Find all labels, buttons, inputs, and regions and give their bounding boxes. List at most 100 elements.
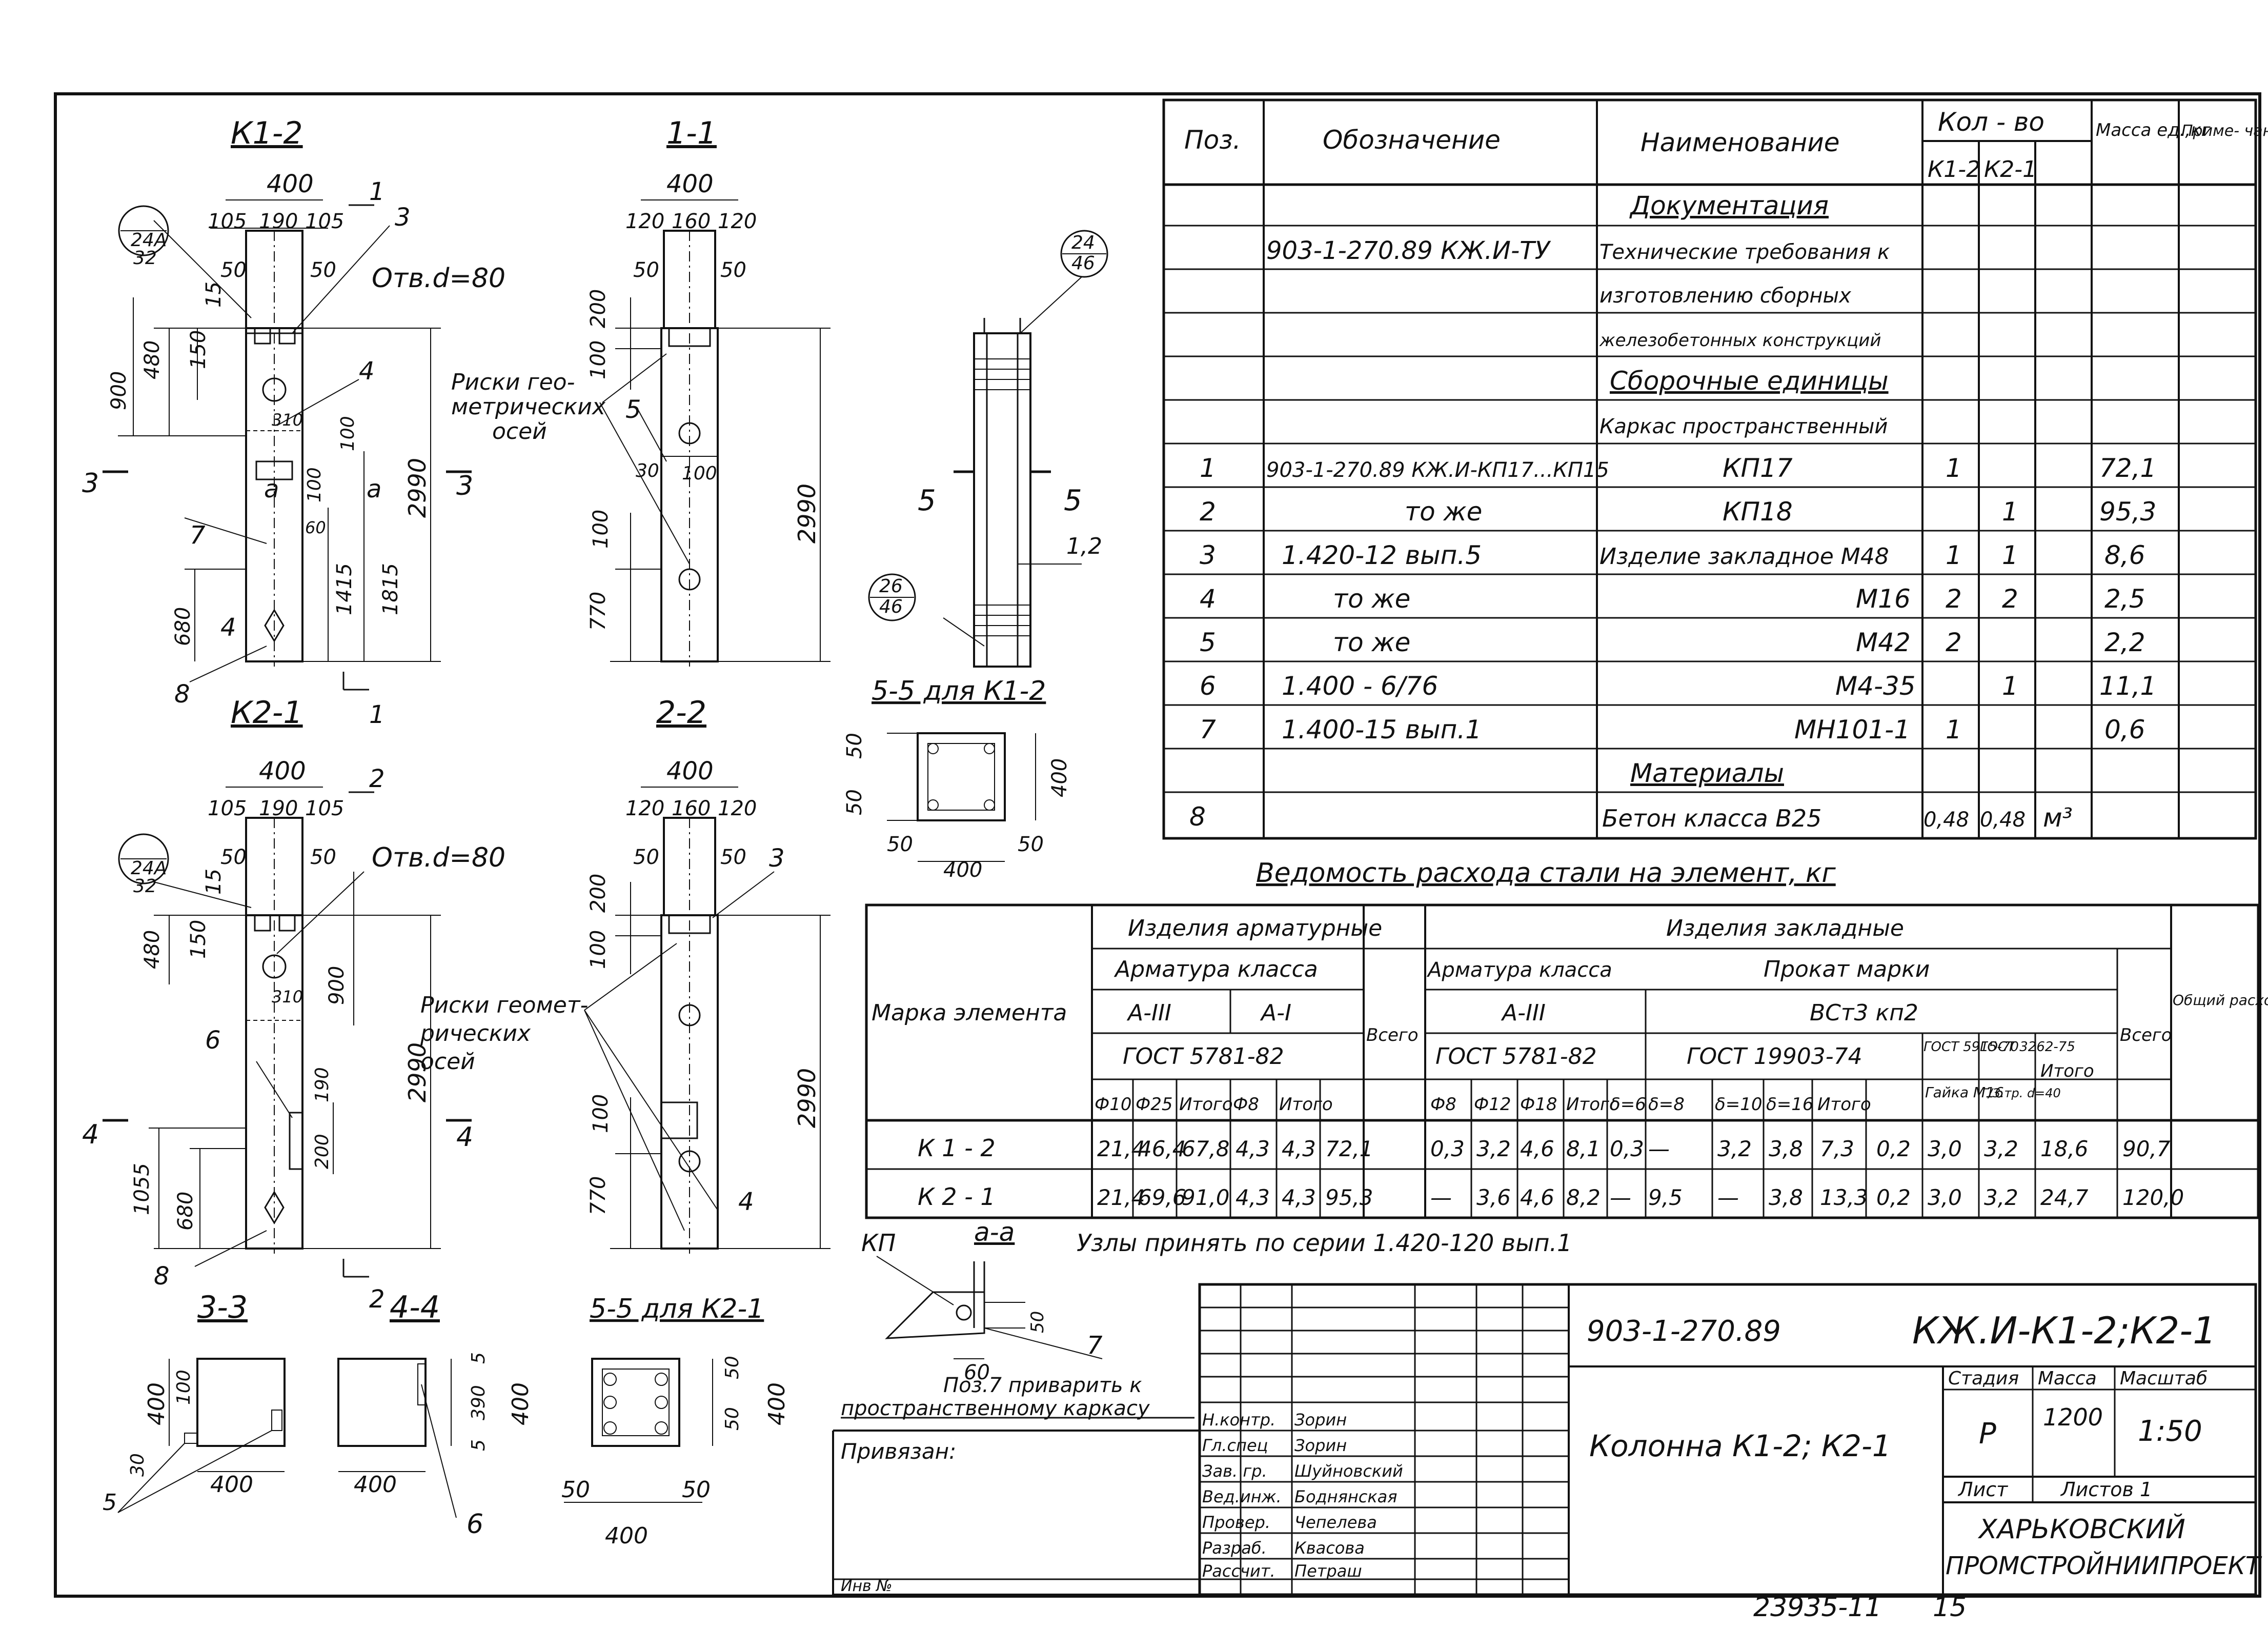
spec-row-mass: 0,6	[2104, 715, 2145, 744]
callout-24a: 24А	[131, 858, 167, 879]
steel-row-value: 4,6	[1520, 1185, 1554, 1210]
steel-col-headers: Ф10 Ф25 Итого Ф8 Итого Ф8 Ф12 Ф18 Итого …	[1095, 1084, 2061, 1115]
title-inv: Инв №	[841, 1577, 892, 1595]
spec-header-qty1: К1-2	[1928, 156, 1980, 183]
steel-a3: А-III	[1126, 1000, 1171, 1026]
dim-400: 400	[354, 1472, 397, 1498]
dim-2990: 2990	[793, 484, 821, 544]
spec-row-name: КП18	[1723, 497, 1793, 527]
steel-row-value: 3,2	[1717, 1136, 1752, 1161]
steel-row-value: 3,0	[1928, 1136, 1962, 1161]
dim-50: 50	[310, 846, 336, 869]
mark-a: а	[264, 475, 279, 504]
steel-col: δ=8	[1648, 1094, 1685, 1115]
dim-50: 50	[561, 1477, 590, 1503]
spec-doc-designation: 903-1-270.89 КЖ.И-ТУ	[1266, 236, 1551, 265]
spec-row-q2: 1	[2002, 540, 2018, 570]
steel-embedded-items: Изделия закладные	[1666, 915, 1904, 941]
signature-role: Вед.инж.	[1202, 1487, 1282, 1506]
section-4-4	[337, 1358, 457, 1518]
steel-row-value: 3,8	[1769, 1136, 1803, 1161]
dim-50: 50	[1027, 1311, 1048, 1333]
steel-row-value: 8,1	[1566, 1136, 1601, 1161]
steel-gost19903: ГОСТ 19903-74	[1687, 1043, 1862, 1070]
risks-b-line-2: рических	[420, 1020, 531, 1047]
dim-50: 50	[843, 733, 866, 759]
dim-190: 190	[259, 797, 298, 820]
spec-row-mass: 95,3	[2099, 497, 2156, 527]
dim-1055: 1055	[130, 1163, 154, 1215]
spec-concrete-q2: 0,48	[1980, 808, 2026, 832]
signature-name: Зорин	[1294, 1436, 1347, 1455]
steel-row-value: 3,2	[1476, 1136, 1511, 1161]
steel-gost5915: ГОСТ 5915-70	[1923, 1039, 2019, 1055]
mark-1: 1	[369, 700, 385, 729]
title-org-2: ПРОМСТРОЙНИИПРОЕКТ	[1946, 1551, 2262, 1580]
dim-120: 120	[718, 210, 757, 233]
frame-elevation	[868, 230, 1108, 668]
steel-col: Ф8	[1233, 1094, 1259, 1115]
mark-5: 5	[103, 1490, 117, 1516]
dim-120: 120	[718, 797, 757, 820]
mark-a: а	[367, 475, 381, 504]
steel-col: Г/З.тр. d=40	[1981, 1086, 2061, 1100]
callout-32: 32	[133, 876, 157, 897]
signature-name: Зорин	[1294, 1410, 1347, 1430]
dim-50: 50	[220, 846, 247, 869]
dim-5: 5	[468, 1439, 489, 1451]
dim-400: 400	[605, 1523, 648, 1549]
title-sheets-label: Листов 1	[2060, 1478, 2152, 1501]
dim-310: 310	[272, 410, 303, 430]
dim-50: 50	[720, 258, 746, 282]
mark-8: 8	[174, 680, 190, 709]
steel-col: Ф25	[1136, 1094, 1173, 1115]
mark-2: 2	[369, 764, 385, 793]
view-title-a-a: а-а	[974, 1217, 1015, 1247]
steel-row-value: 46,4	[1138, 1136, 1186, 1161]
signature-role: Провер.	[1202, 1513, 1270, 1532]
title-binding: Привязан:	[841, 1439, 956, 1464]
steel-row-value: 9,5	[1648, 1185, 1683, 1210]
view-title-1-1: 1-1	[666, 115, 717, 151]
spec-row-q2: 1	[2002, 497, 2018, 527]
spec-row-pos: 3	[1200, 540, 1216, 570]
dim-100: 100	[682, 463, 717, 484]
section-mark-4: 4	[456, 1122, 473, 1153]
spec-row-designation: 903-1-270.89 КЖ.И-КП17...КП15	[1266, 458, 1609, 482]
title-name: Колонна К1-2; К2-1	[1589, 1428, 1891, 1463]
steel-row-value: 3,6	[1476, 1185, 1511, 1210]
risks-b-line-1: Риски геомет-	[420, 992, 588, 1018]
spec-row-designation: 1.400 - 6/76	[1282, 671, 1438, 701]
steel-row-value: 21,4	[1097, 1136, 1145, 1161]
steel-row-value: 3,0	[1928, 1185, 1962, 1210]
risks-line-2: метрических	[451, 394, 606, 420]
dim-50: 50	[633, 258, 659, 282]
callout-24: 24	[1071, 232, 1095, 253]
title-sheet-label: Лист	[1957, 1478, 2009, 1501]
steel-col: Итого	[1279, 1094, 1333, 1115]
signature-role: Гл.спец	[1202, 1436, 1268, 1455]
steel-row-value: 4,6	[1520, 1136, 1554, 1161]
callout-24a: 24А	[131, 230, 167, 251]
title-doc-code: 903-1-270.89	[1587, 1315, 1781, 1348]
column-k21	[103, 787, 472, 1278]
dim-400: 400	[210, 1472, 253, 1498]
dim-50: 50	[682, 1477, 711, 1503]
dim-680: 680	[171, 607, 195, 646]
steel-vst: ВСт3 кп2	[1810, 1000, 1918, 1026]
spec-doc-name-2: изготовлению сборных	[1599, 284, 1851, 308]
steel-row-value: —	[1648, 1136, 1670, 1161]
dim-160: 160	[672, 797, 711, 820]
steel-col: Итого	[1179, 1094, 1233, 1115]
dim-400: 400	[144, 1382, 170, 1425]
dim-100: 100	[586, 340, 610, 379]
steel-gost5781: ГОСТ 5781-82	[1123, 1043, 1284, 1070]
steel-row-value: 13,3	[1820, 1185, 1868, 1210]
section-2-2	[584, 787, 831, 1254]
spec-row-q1: 2	[1946, 628, 1962, 657]
spec-row-name: МН101-1	[1794, 715, 1910, 744]
dim-1415: 1415	[333, 563, 356, 615]
dim-120: 120	[625, 797, 664, 820]
steel-total-rebar: Всего	[1366, 1025, 1419, 1045]
steel-col: δ=10	[1715, 1094, 1763, 1115]
